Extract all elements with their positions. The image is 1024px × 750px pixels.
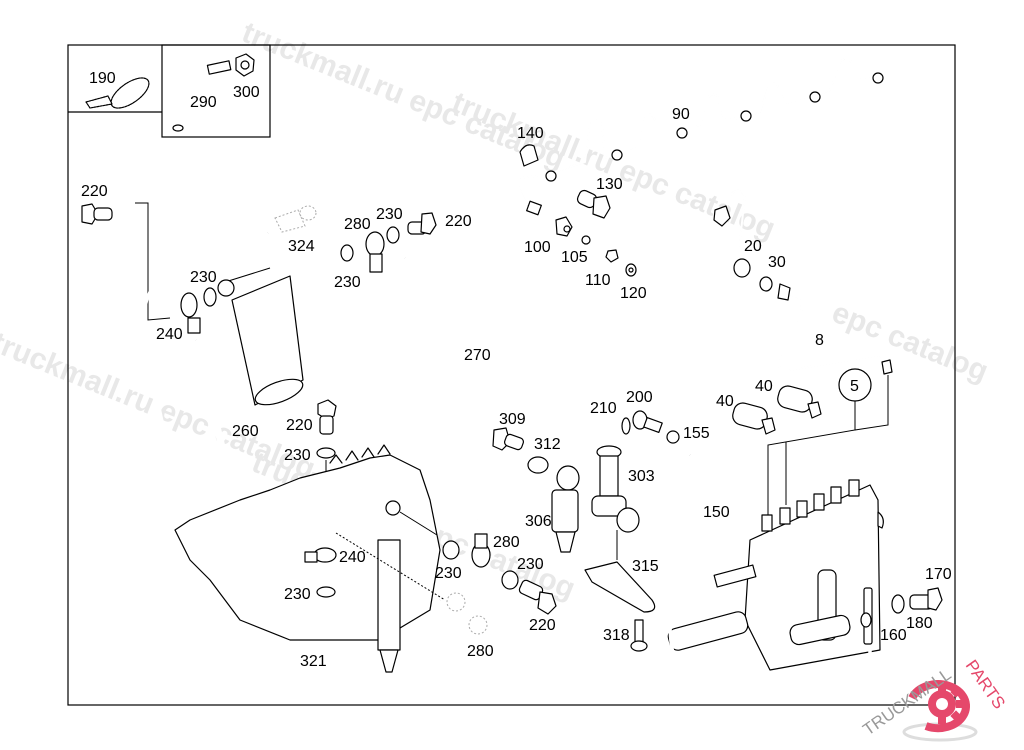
fitting-324 — [274, 205, 317, 233]
callout: 240 — [339, 549, 366, 566]
callout: 220 — [81, 183, 108, 200]
banjo-bolt-220-left — [81, 203, 113, 225]
pipe-clamps — [732, 385, 822, 435]
callout: 150 — [703, 504, 730, 521]
banjo-280-top-group — [340, 212, 437, 273]
leader-line — [767, 401, 856, 515]
clip-part — [519, 144, 539, 167]
callout: 110 — [585, 272, 611, 289]
callout: 130 — [596, 176, 623, 193]
callout: 180 — [906, 615, 933, 632]
bolt-318 — [630, 619, 648, 652]
callout: 324 — [288, 238, 315, 255]
bolt-220-vertical — [316, 399, 337, 459]
fuel-filter-element — [217, 267, 304, 406]
callout: 155 — [683, 425, 710, 442]
callout: 170 — [925, 566, 952, 583]
callout: 5 — [850, 378, 859, 395]
callout: 230 — [190, 269, 217, 286]
callout: 20 — [744, 238, 762, 255]
callout: 190 — [89, 70, 116, 87]
callout: 309 — [499, 411, 526, 428]
leader-line — [135, 202, 171, 321]
callout: 220 — [445, 213, 472, 230]
banjo-200-group — [621, 410, 680, 444]
callout: 315 — [632, 558, 659, 575]
callout: 40 — [716, 393, 734, 410]
banjo-309-group — [492, 427, 549, 474]
callout: 318 — [603, 627, 630, 644]
callout: 40 — [755, 378, 773, 395]
callout: 270 — [464, 347, 491, 364]
inset-box-290-300 — [161, 44, 271, 138]
callout: 280 — [467, 643, 494, 660]
callout: 100 — [524, 239, 551, 256]
callout: 230 — [517, 556, 544, 573]
hand-primer-pump — [591, 445, 640, 533]
injection-pump-assembly-left — [174, 444, 446, 673]
fuel-prefilter-306 — [551, 465, 580, 553]
callout: 280 — [344, 216, 371, 233]
callout: 230 — [435, 565, 462, 582]
callout: 210 — [590, 400, 617, 417]
leader-line — [854, 375, 889, 431]
callout: 105 — [561, 249, 588, 266]
callout: 230 — [284, 447, 311, 464]
callout: 30 — [768, 254, 786, 271]
injection-pump — [667, 479, 884, 671]
truckmallparts-logo: TRUCKMALL PARTS — [859, 656, 1009, 742]
callout: 280 — [493, 534, 520, 551]
watermark: truckmall.ru epc catalog — [447, 86, 779, 246]
pump-outlets — [761, 479, 860, 532]
banjo-280-lower-group — [442, 533, 557, 635]
callout: 220 — [286, 417, 313, 434]
bracket-315 — [584, 561, 656, 613]
callout: 260 — [232, 423, 259, 440]
callout: 306 — [525, 513, 552, 530]
callout: 300 — [233, 84, 260, 101]
callout: 90 — [672, 106, 690, 123]
callout: 230 — [334, 274, 361, 291]
bent-pipe-part — [172, 60, 232, 132]
callout: 290 — [190, 94, 217, 111]
diagram-frame — [67, 44, 956, 706]
callout: 230 — [376, 206, 403, 223]
leak-off-banjo-fittings — [526, 72, 884, 216]
callout: 321 — [300, 653, 327, 670]
callout: 120 — [620, 285, 647, 302]
callout: 160 — [880, 627, 907, 644]
pipe-fittings — [713, 205, 893, 375]
callout: 200 — [626, 389, 653, 406]
callout: 220 — [529, 617, 556, 634]
callout: 140 — [517, 125, 544, 142]
banjo-bolt-part — [576, 189, 611, 219]
hex-nut-part — [235, 53, 255, 77]
gear-icon — [908, 680, 971, 733]
callout: 230 — [284, 586, 311, 603]
cable-tie-part — [85, 77, 150, 109]
callout: 8 — [815, 332, 824, 349]
banjo-fitting-group-right — [860, 587, 943, 645]
callout: 303 — [628, 468, 655, 485]
callout: 240 — [156, 326, 183, 343]
callout: 312 — [534, 436, 561, 453]
small-fittings-group — [555, 216, 637, 277]
banjo-240-upper — [180, 287, 217, 334]
callout-labels: 190 290 300 90 140 130 100 105 110 120 2… — [81, 70, 952, 670]
